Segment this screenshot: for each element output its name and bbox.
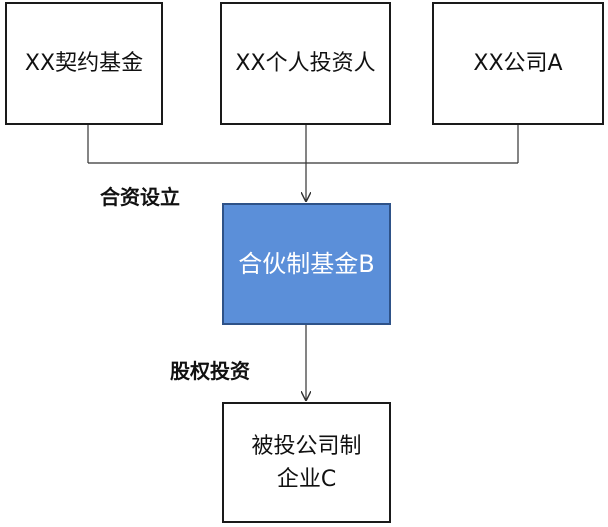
contract-fund-label: XX契约基金 <box>24 51 144 76</box>
investee-company-label: 被投公司制企业C <box>251 433 362 492</box>
partnership-fund-node: 合伙制基金B <box>222 203 391 325</box>
individual-investor-node: XX个人投资人 <box>220 2 391 125</box>
individual-investor-label: XX个人投资人 <box>235 51 376 76</box>
joint-establishment-label: 合资设立 <box>100 185 180 209</box>
partnership-fund-label: 合伙制基金B <box>238 250 375 278</box>
company-a-node: XX公司A <box>432 2 604 125</box>
company-a-label: XX公司A <box>473 51 563 76</box>
equity-investment-label: 股权投资 <box>170 359 250 383</box>
investee-company-node: 被投公司制企业C <box>222 402 391 523</box>
contract-fund-node: XX契约基金 <box>5 2 163 125</box>
